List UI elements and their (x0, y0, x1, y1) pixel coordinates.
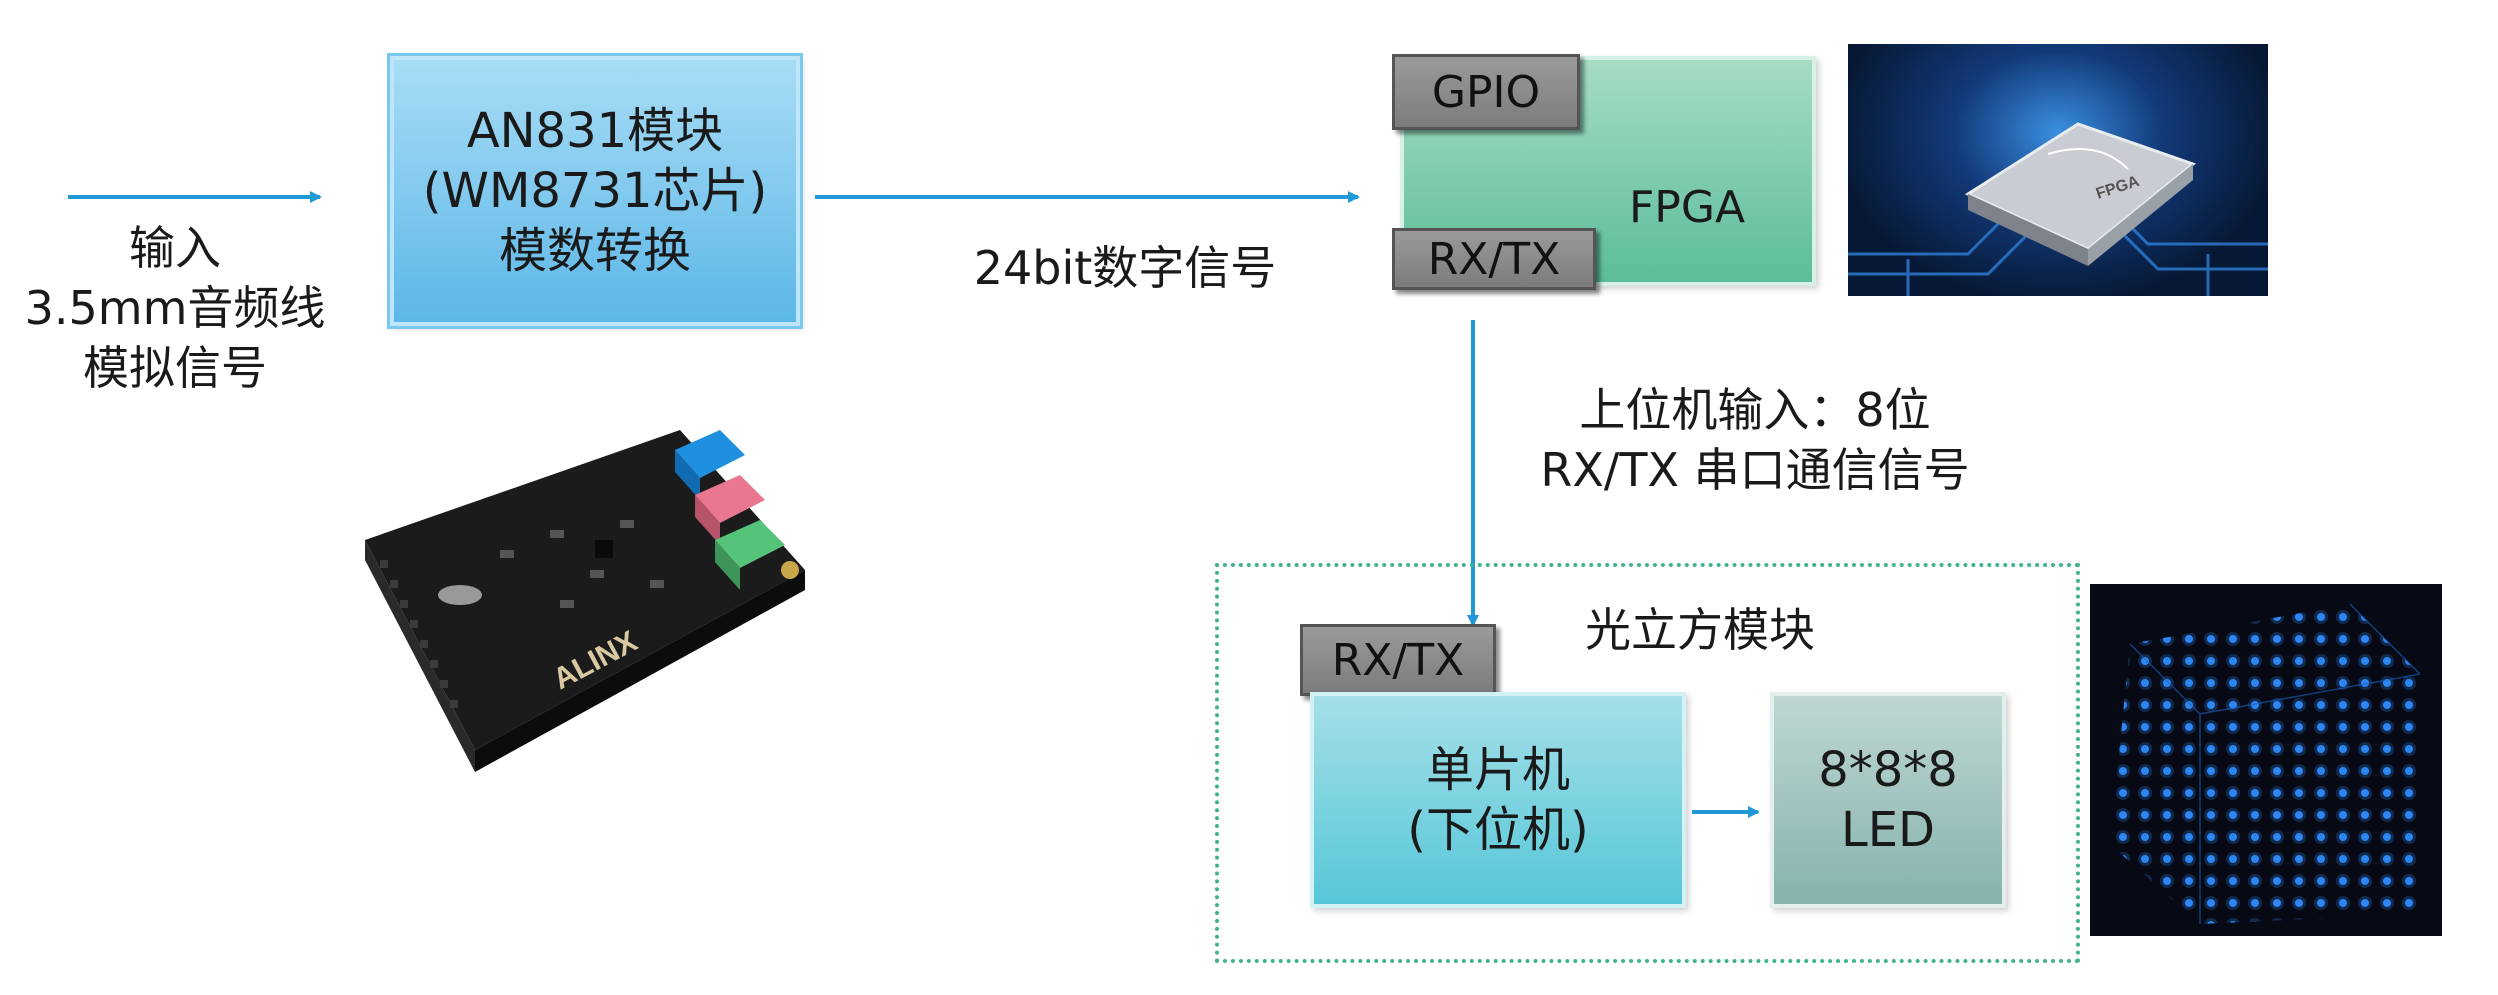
audio-jack-blue (675, 430, 745, 500)
host-input-label: 上位机输入：8位 RX/TX 串口通信信号 (1540, 383, 1970, 497)
led-cube-image (2090, 584, 2442, 936)
an831-line-3: 模数转换 (498, 223, 691, 279)
audio-jack-green (715, 520, 785, 590)
led-line-1: 8*8*8 (1818, 742, 1958, 798)
light-cube-module-border (1215, 563, 2080, 963)
led-box: 8*8*8 LED (1770, 692, 2006, 908)
mcu-line-2: (下位机) (1407, 802, 1589, 858)
fpga-chip-image: FPGA (1848, 44, 2268, 296)
fpga-label: FPGA (1629, 182, 1746, 233)
mcu-box: 单片机 (下位机) (1310, 692, 1686, 908)
led-line-2: LED (1840, 802, 1936, 858)
an831-board-image: ALINX (350, 400, 830, 780)
input-signal-label: 输入 3.5mm音频线 模拟信号 (24, 221, 326, 395)
an831-module-box: AN831模块 (WM8731芯片) 模数转换 (390, 56, 800, 326)
mcu-rxtx-port: RX/TX (1300, 624, 1496, 696)
digital-signal-label: 24bit数字信号 (973, 241, 1277, 295)
light-cube-module-title: 光立方模块 (1585, 603, 1815, 657)
gpio-port: GPIO (1392, 54, 1580, 130)
mcu-line-1: 单片机 (1425, 742, 1570, 798)
an831-line-2: (WM8731芯片) (422, 163, 768, 219)
audio-jack-pink (695, 475, 765, 545)
fpga-rxtx-port: RX/TX (1392, 228, 1596, 290)
an831-line-1: AN831模块 (466, 103, 724, 159)
